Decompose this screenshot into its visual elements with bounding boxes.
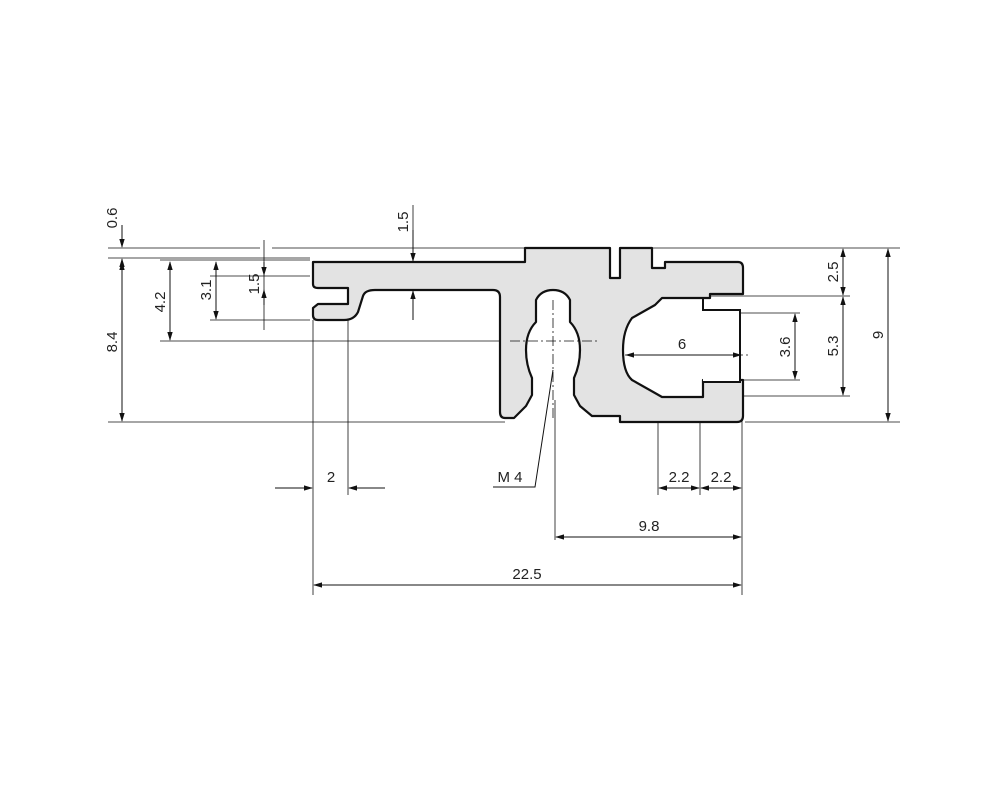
dim-top-wall: 1.5: [395, 212, 412, 233]
dim-center-offset: 9.8: [639, 518, 660, 535]
dimension-lines: [119, 225, 891, 588]
dimension-labels: 0.6 8.4 4.2 3.1 1.5 1.5 2.5 5.3 9 3.6 6 …: [104, 208, 887, 583]
profile-body: [311, 246, 745, 424]
dim-slot-height: 4.2: [152, 292, 169, 313]
dim-arm-thickness: 1.5: [246, 274, 263, 295]
inner-slot-outline: [702, 298, 741, 394]
dim-right-lip-a: 2.2: [669, 469, 690, 486]
dim-inner-slot-depth: 6: [678, 336, 686, 353]
dim-thread: M 4: [497, 469, 522, 486]
dim-right-lip-b: 2.2: [711, 469, 732, 486]
dim-overall-height-left: 8.4: [104, 332, 121, 353]
dim-slot-opening: 3.1: [198, 280, 215, 301]
dim-right-top: 2.5: [825, 262, 842, 283]
dim-right-slot: 5.3: [825, 336, 842, 357]
dim-top-gap: 0.6: [104, 208, 121, 229]
dim-lip-width: 2: [327, 469, 335, 486]
dim-overall-width: 22.5: [512, 566, 541, 583]
dim-inner-slot: 3.6: [777, 337, 794, 358]
dim-overall-height-right: 9: [870, 331, 887, 339]
